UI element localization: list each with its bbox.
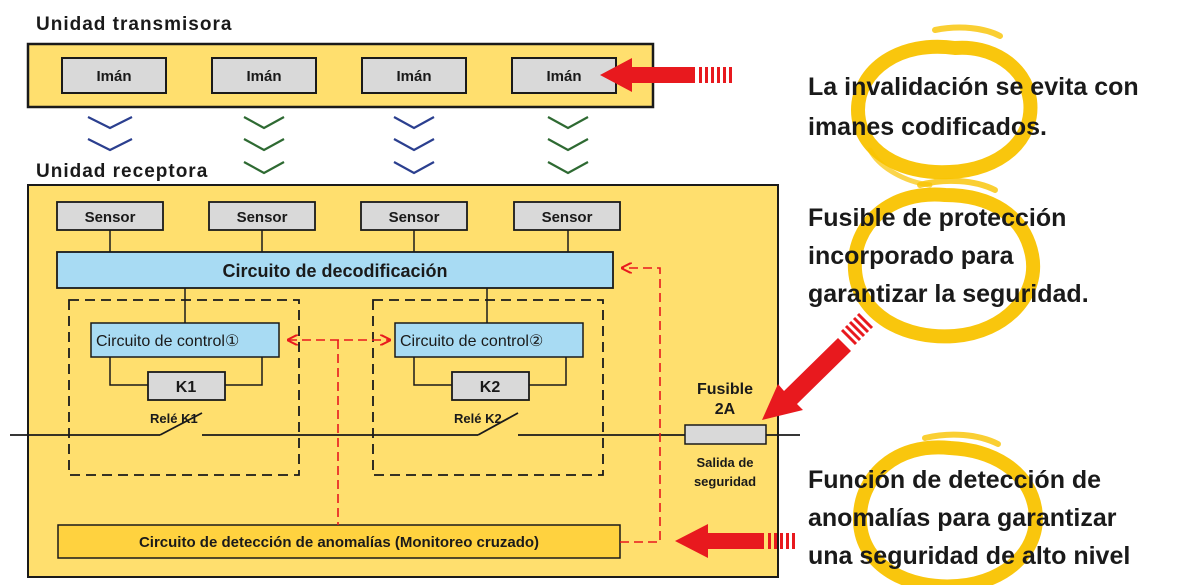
svg-text:Imán: Imán — [96, 68, 131, 85]
magnet-box: Imán — [61, 57, 167, 94]
svg-text:imanes codificados.: imanes codificados. — [808, 113, 1047, 141]
svg-text:Circuito de detección de anoma: Circuito de detección de anomalías (Moni… — [139, 534, 539, 551]
callout-fuse: Fusible de protección incorporado para g… — [808, 204, 1089, 308]
svg-text:Circuito de control①: Circuito de control① — [96, 333, 239, 350]
sensor-box: Sensor — [513, 201, 621, 231]
svg-text:Fusible de protección: Fusible de protección — [808, 204, 1066, 232]
decoder-box: Circuito de decodificación — [56, 251, 614, 289]
svg-text:Sensor: Sensor — [542, 209, 593, 226]
svg-text:K2: K2 — [480, 379, 501, 396]
svg-text:Sensor: Sensor — [389, 209, 440, 226]
svg-text:una seguridad de alto nivel: una seguridad de alto nivel — [808, 542, 1130, 570]
sensor-box: Sensor — [360, 201, 468, 231]
callout-coded-magnets: La invalidación se evita con imanes codi… — [808, 73, 1139, 141]
magnet-box: Imán — [361, 57, 467, 94]
fuse-icon — [684, 424, 767, 445]
fuse-rating: 2A — [715, 401, 736, 418]
cross-monitor-lines — [288, 268, 661, 543]
receiver-title: Unidad receptora — [36, 161, 208, 182]
relay-coil-k2: K2 — [451, 371, 530, 401]
safety-output-label-2: seguridad — [694, 474, 756, 489]
red-arrow-icon — [762, 312, 874, 420]
svg-text:Imán: Imán — [546, 68, 581, 85]
yellow-ring-icon — [852, 431, 1043, 585]
svg-text:Circuito de decodificación: Circuito de decodificación — [222, 261, 447, 281]
anomaly-detection-box: Circuito de detección de anomalías (Moni… — [57, 524, 621, 559]
fuse-label: Fusible — [697, 381, 753, 398]
relay-label-k2: Relé K2 — [454, 411, 502, 426]
output-line — [10, 412, 800, 436]
chevron-down-icon — [547, 116, 589, 175]
svg-text:La invalidación se evita con: La invalidación se evita con — [808, 73, 1139, 101]
chevron-down-icon — [87, 116, 133, 152]
chevron-down-icon — [243, 116, 285, 175]
svg-text:K1: K1 — [176, 379, 197, 396]
yellow-ring-icon — [847, 177, 1041, 344]
sensor-wires — [109, 230, 569, 252]
red-arrow-icon — [675, 524, 795, 558]
transmitter-title: Unidad transmisora — [36, 14, 232, 35]
magnet-box: Imán — [511, 57, 617, 94]
svg-text:Imán: Imán — [396, 68, 431, 85]
callout-anomaly: Función de detección de anomalías para g… — [808, 466, 1130, 570]
red-arrow-icon — [600, 58, 732, 92]
relay-coil-k1: K1 — [147, 371, 226, 401]
sensor-box: Sensor — [56, 201, 164, 231]
yellow-ring-icon — [850, 24, 1038, 188]
control-circuit-2: Circuito de control② — [394, 322, 584, 358]
svg-text:Circuito de control②: Circuito de control② — [400, 333, 543, 350]
sensor-box: Sensor — [208, 201, 316, 231]
relay-group-1 — [68, 299, 300, 476]
safety-output-label: Salida de — [696, 455, 753, 470]
magnet-box: Imán — [211, 57, 317, 94]
svg-text:Función de detección de: Función de detección de — [808, 466, 1101, 494]
svg-text:garantizar la seguridad.: garantizar la seguridad. — [808, 280, 1089, 308]
svg-text:Imán: Imán — [246, 68, 281, 85]
svg-text:incorporado para: incorporado para — [808, 242, 1015, 270]
decoder-wires — [184, 288, 488, 323]
chevron-down-icon — [393, 116, 435, 175]
control-circuit-1: Circuito de control① — [90, 322, 280, 358]
receiver-panel — [27, 184, 779, 578]
coil-wires — [109, 357, 567, 386]
svg-text:Sensor: Sensor — [85, 209, 136, 226]
svg-text:anomalías para garantizar: anomalías para garantizar — [808, 504, 1117, 532]
svg-text:Sensor: Sensor — [237, 209, 288, 226]
relay-group-2 — [372, 299, 604, 476]
